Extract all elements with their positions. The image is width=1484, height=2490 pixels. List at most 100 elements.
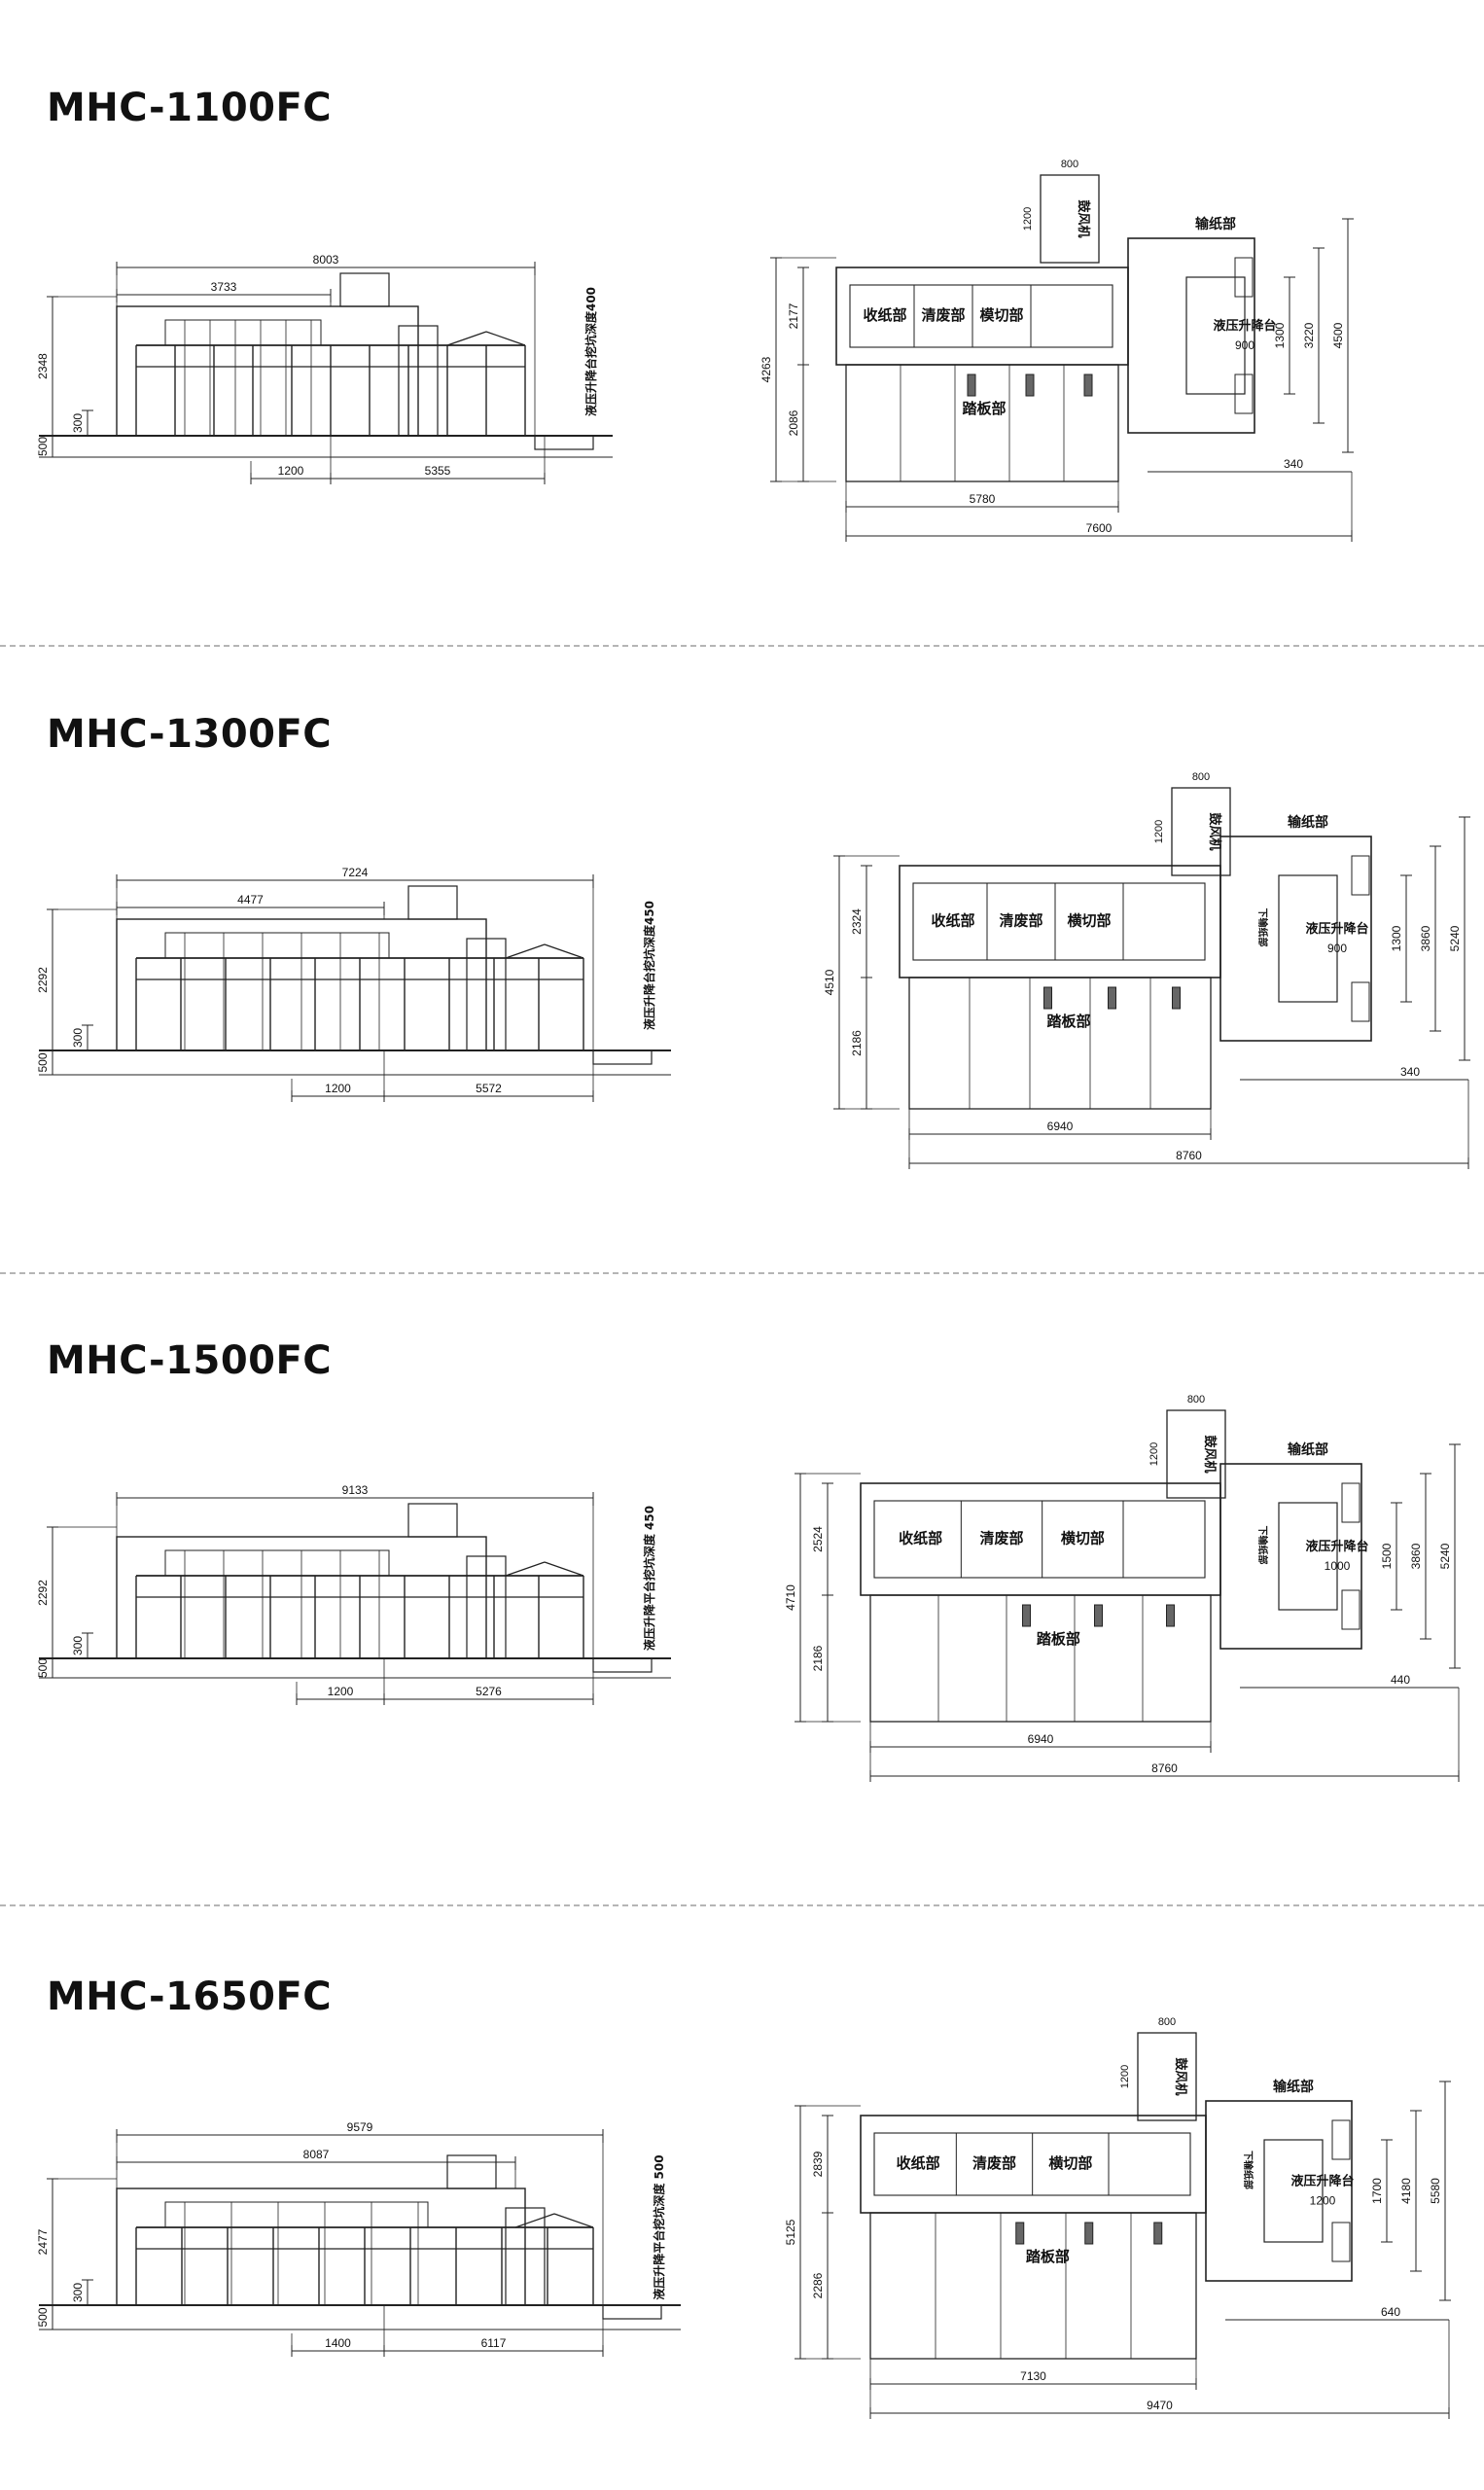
- lift-pit: [592, 1049, 653, 1065]
- machine-frame: [164, 319, 322, 346]
- feeder-table: [1263, 2139, 1324, 2243]
- lift-pit: [602, 2304, 662, 2320]
- delivery-unit-label: 收纸部: [897, 2154, 940, 2172]
- blower-height-dim: 1200: [1119, 2065, 1131, 2088]
- delivery-unit-label: 收纸部: [899, 1530, 942, 1547]
- guard-rail: [505, 1561, 546, 1577]
- stripping-unit-label: 清废部: [972, 2154, 1016, 2172]
- blower-box: [1040, 174, 1100, 264]
- bottom-right-dim: 6117: [481, 2336, 507, 2350]
- inner-length-dim: 6940: [1047, 1120, 1074, 1133]
- height-dim: 2292: [36, 967, 50, 993]
- feeder-section: [1219, 1463, 1362, 1650]
- feeder-guide: [1331, 2119, 1351, 2160]
- feeder-unit-label: 输纸部: [1195, 216, 1236, 232]
- section-divider: [0, 645, 1484, 647]
- bottom-right-dim: 5572: [476, 1082, 502, 1095]
- blower-label: 鼓风机: [1076, 199, 1091, 237]
- blower-box: [1171, 787, 1231, 876]
- pedal-icon: [1153, 2222, 1163, 2245]
- feeder-section: [1127, 237, 1255, 434]
- feeder-table: [1278, 874, 1338, 1003]
- blower-height-dim: 1200: [1022, 207, 1034, 231]
- feeder-table: [1278, 1502, 1338, 1611]
- feeder-depth-dim-3: 5580: [1429, 2178, 1442, 2204]
- feeder-depth-dim: 1300: [1390, 925, 1403, 951]
- total-height-dim: 4710: [784, 1584, 797, 1611]
- total-height-dim: 4263: [760, 356, 773, 382]
- model-title: MHC-1650FC: [47, 1974, 333, 2019]
- operator-platform: [869, 2212, 1197, 2360]
- total-length-dim: 8760: [1151, 1761, 1178, 1775]
- bottom-left-dim: 1200: [278, 464, 304, 478]
- lift-pit: [592, 1657, 653, 1673]
- guard-rail: [446, 331, 487, 346]
- pedal-unit-label: 踏板部: [1037, 1630, 1080, 1648]
- total-height-dim: 4510: [823, 969, 836, 995]
- upper-height-dim: 2177: [787, 302, 800, 329]
- feeder-unit: [446, 2154, 497, 2189]
- diecut-unit-label: 横切部: [1061, 1530, 1105, 1547]
- offset-dim: 640: [1381, 2305, 1400, 2319]
- feeder-depth-dim: 1700: [1370, 2178, 1384, 2204]
- feeder-unit-label: 输纸部: [1273, 2079, 1314, 2095]
- lift-width-dim: 1200: [1310, 2194, 1336, 2208]
- blower-height-dim: 1200: [1153, 820, 1165, 843]
- guard-rail: [544, 943, 584, 959]
- bottom-left-dim: 1200: [325, 1082, 351, 1095]
- feeder-guide: [1351, 981, 1370, 1022]
- machine-inner-frame: [849, 284, 1113, 348]
- blower-height-dim: 1200: [1148, 1442, 1160, 1466]
- model-title: MHC-1300FC: [47, 712, 333, 757]
- lower-height-dim: 2186: [811, 1645, 825, 1671]
- guard-rail: [514, 2213, 555, 2228]
- feeder-depth-dim: 1500: [1380, 1543, 1394, 1569]
- bottom-right-dim: 5276: [476, 1685, 502, 1698]
- total-length-dim: 8760: [1176, 1149, 1202, 1162]
- pedal-icon: [1015, 2222, 1025, 2245]
- feeder-unit: [407, 885, 458, 920]
- feeder-unit-label: 输纸部: [1288, 1441, 1328, 1458]
- lower-feeder-label: 下输纸部: [1256, 1526, 1269, 1565]
- stripping-unit-label: 清废部: [921, 306, 965, 324]
- height-dim: 2348: [36, 353, 50, 379]
- blower-label: 鼓风机: [1173, 2057, 1188, 2095]
- feeder-depth-dim-2: 4180: [1399, 2178, 1413, 2204]
- overall-length-dim: 7224: [342, 866, 369, 879]
- total-length-dim: 9470: [1147, 2399, 1173, 2412]
- bottom-right-dim: 5355: [425, 464, 451, 478]
- delivery-unit-label: 收纸部: [863, 306, 906, 324]
- feeder-unit: [339, 272, 390, 307]
- operator-platform: [845, 364, 1119, 482]
- lift-table-label: 液压升降台: [1305, 1539, 1368, 1554]
- base-dim: 500: [36, 1658, 50, 1678]
- pedal-unit-label: 踏板部: [1026, 2248, 1070, 2265]
- offset-dim: 440: [1391, 1673, 1410, 1687]
- pedal-unit-label: 踏板部: [962, 400, 1006, 417]
- pedal-icon: [967, 374, 976, 397]
- step-dim: 300: [71, 1028, 85, 1048]
- lift-table-label: 液压升降台: [1305, 921, 1368, 937]
- pit-depth-note: 液压升降台挖坑深度450: [642, 901, 656, 1030]
- pedal-icon: [1084, 2222, 1094, 2245]
- step-dim: 300: [71, 1636, 85, 1655]
- feeder-guide: [1234, 374, 1254, 414]
- operator-platform: [869, 1594, 1212, 1723]
- feeder-depth-dim-2: 3220: [1302, 322, 1316, 348]
- bottom-left-dim: 1400: [325, 2336, 351, 2350]
- feeder-guide: [1234, 257, 1254, 298]
- machine-inner-frame: [873, 1500, 1206, 1579]
- machine-body: [116, 2188, 526, 2306]
- pedal-icon: [1172, 986, 1181, 1010]
- blower-width-dim: 800: [1192, 771, 1210, 783]
- feeder-guide: [1341, 1482, 1360, 1523]
- model-title: MHC-1100FC: [47, 86, 333, 130]
- overall-length-dim: 9133: [342, 1483, 369, 1497]
- pedal-icon: [1043, 986, 1052, 1010]
